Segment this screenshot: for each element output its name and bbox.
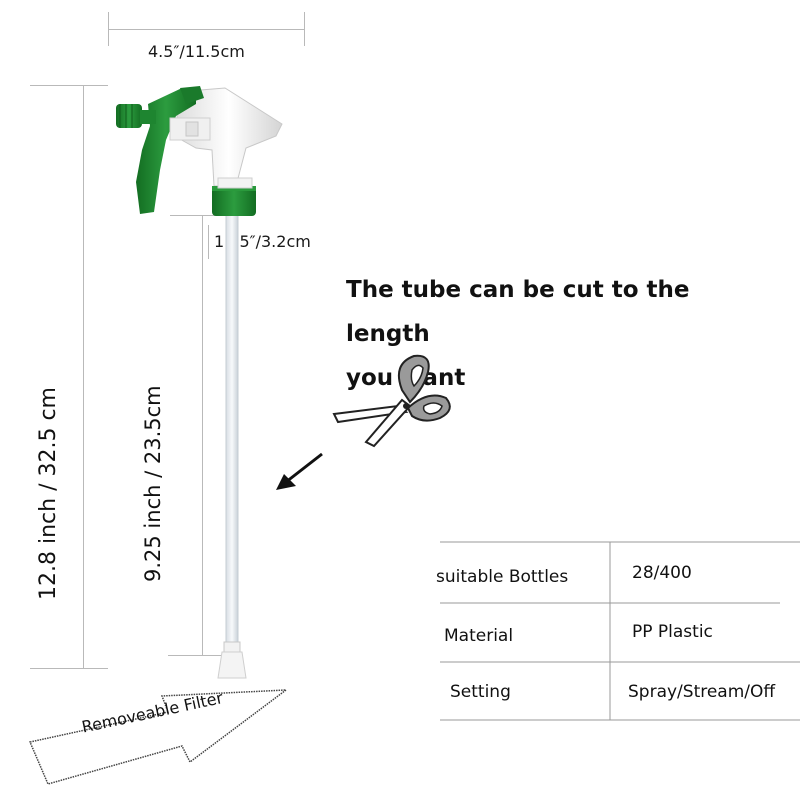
dim-tick-top xyxy=(30,85,108,86)
dim-tick-bottom xyxy=(168,655,224,656)
dim-tick-right xyxy=(304,12,305,46)
dim-tick-top xyxy=(170,215,226,216)
removable-filter xyxy=(217,641,247,679)
headline-line-1: The tube can be cut to the length xyxy=(346,277,690,347)
spec-label-setting: Setting xyxy=(450,682,511,702)
head-width-label: 4.5″/11.5cm xyxy=(148,42,245,61)
dim-tick-left xyxy=(208,225,209,259)
scissors-icon xyxy=(332,354,451,448)
spec-value-material: PP Plastic xyxy=(632,622,713,642)
dim-line-horizontal xyxy=(108,29,304,30)
spec-label-material: Material xyxy=(444,626,514,646)
dim-line-vertical xyxy=(202,215,203,655)
spec-value-setting: Spray/Stream/Off xyxy=(628,682,776,702)
arrow-icon xyxy=(276,452,323,490)
dim-line-vertical xyxy=(83,85,84,668)
spec-value-bottles: 28/400 xyxy=(632,563,692,583)
bottle-cap xyxy=(212,186,256,216)
tube-cut-headline: The tube can be cut to the length you wa… xyxy=(346,268,766,400)
dim-tick-bottom xyxy=(30,668,108,669)
filter-callout-arrow xyxy=(28,689,289,785)
nozzle xyxy=(116,104,156,128)
trigger xyxy=(136,88,196,214)
spec-label-bottles: suitable Bottles xyxy=(436,567,569,587)
dip-tube xyxy=(225,214,239,646)
